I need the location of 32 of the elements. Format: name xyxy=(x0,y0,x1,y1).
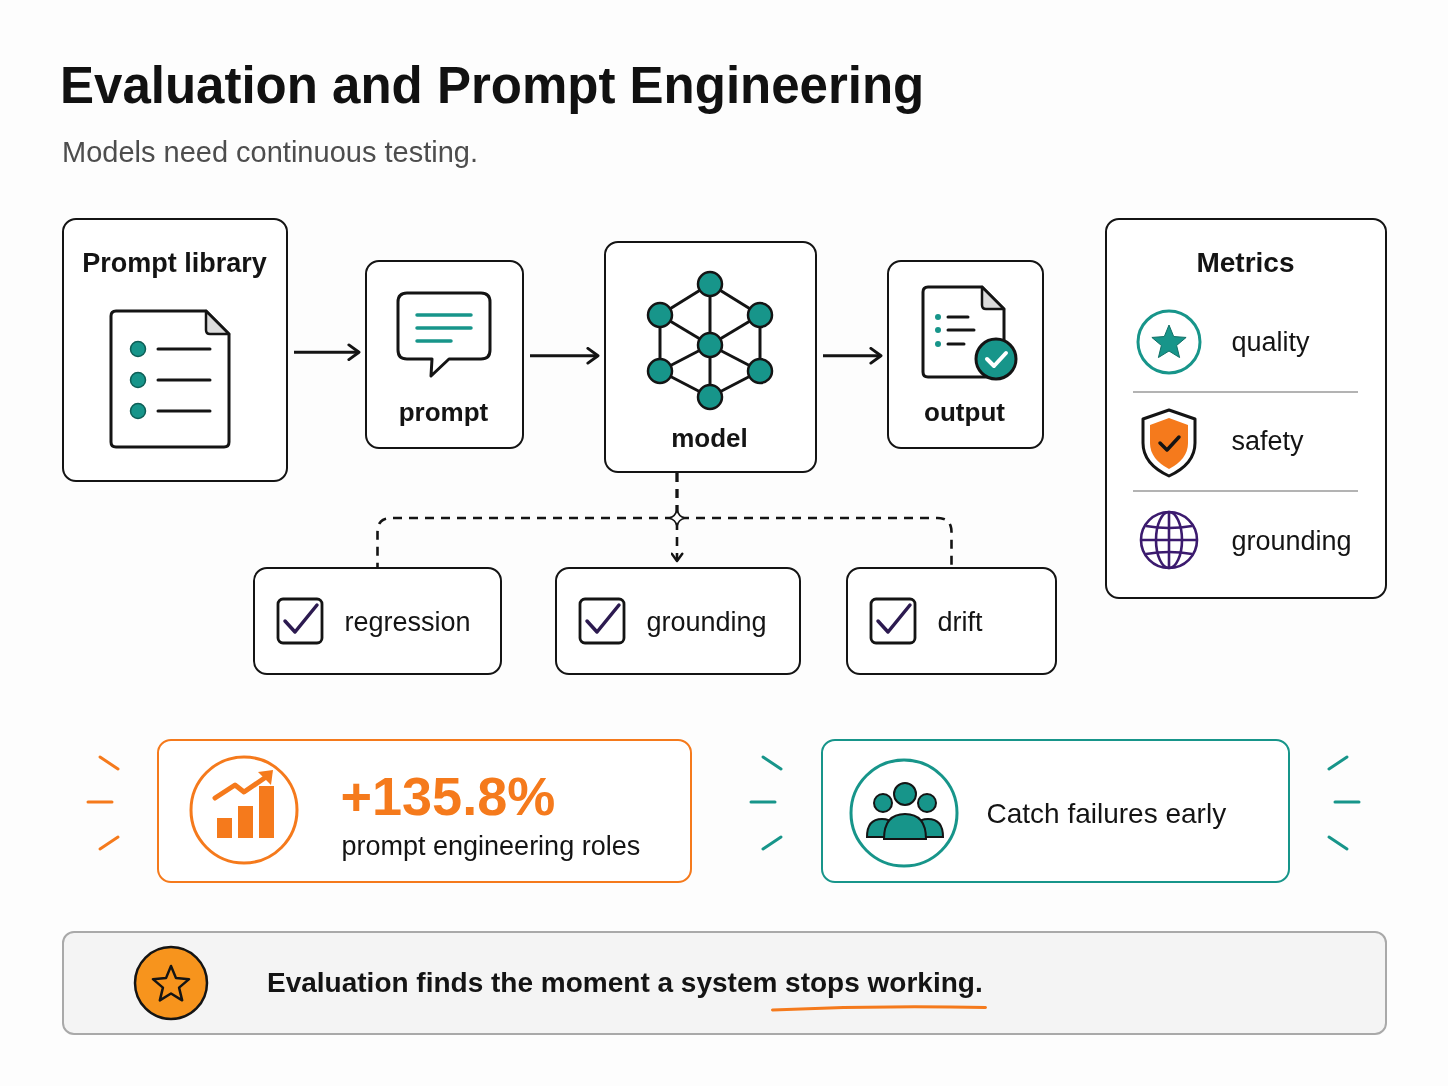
process-card xyxy=(887,260,1044,449)
subtitle: Models need continuous testing. xyxy=(62,134,478,170)
arrow xyxy=(294,343,361,362)
library-card xyxy=(62,218,288,482)
dashed-connector-line xyxy=(675,473,953,567)
test-card xyxy=(555,567,801,675)
stat-caption: prompt engineering roles xyxy=(341,829,641,862)
panel-heading: Metrics xyxy=(1196,245,1295,280)
title: Evaluation and Prompt Engineering xyxy=(60,56,925,117)
node-label: model xyxy=(671,422,748,455)
test-label: drift xyxy=(937,605,983,638)
arrow xyxy=(823,347,883,365)
test-card xyxy=(253,567,502,675)
callout-text: Catch failures early xyxy=(986,796,1227,831)
test-card xyxy=(846,567,1057,675)
arrow xyxy=(530,347,600,365)
metric-label: safety xyxy=(1231,424,1304,457)
metric-label: quality xyxy=(1231,325,1310,358)
summary-banner xyxy=(62,931,1387,1035)
test-label: regression xyxy=(344,605,471,638)
node-label: prompt xyxy=(398,396,489,429)
stat-card xyxy=(157,739,692,883)
callout-card xyxy=(821,739,1290,883)
test-label: grounding xyxy=(646,605,767,638)
process-card xyxy=(365,260,524,449)
metric-label: grounding xyxy=(1231,524,1352,557)
card-heading: Prompt library xyxy=(82,246,267,279)
stat-value: +135.8% xyxy=(340,764,556,828)
process-card xyxy=(604,241,817,473)
node-label: output xyxy=(924,396,1005,429)
metrics-panel xyxy=(1105,218,1387,599)
banner-text: Evaluation finds the moment a system stops working. xyxy=(267,966,983,1000)
